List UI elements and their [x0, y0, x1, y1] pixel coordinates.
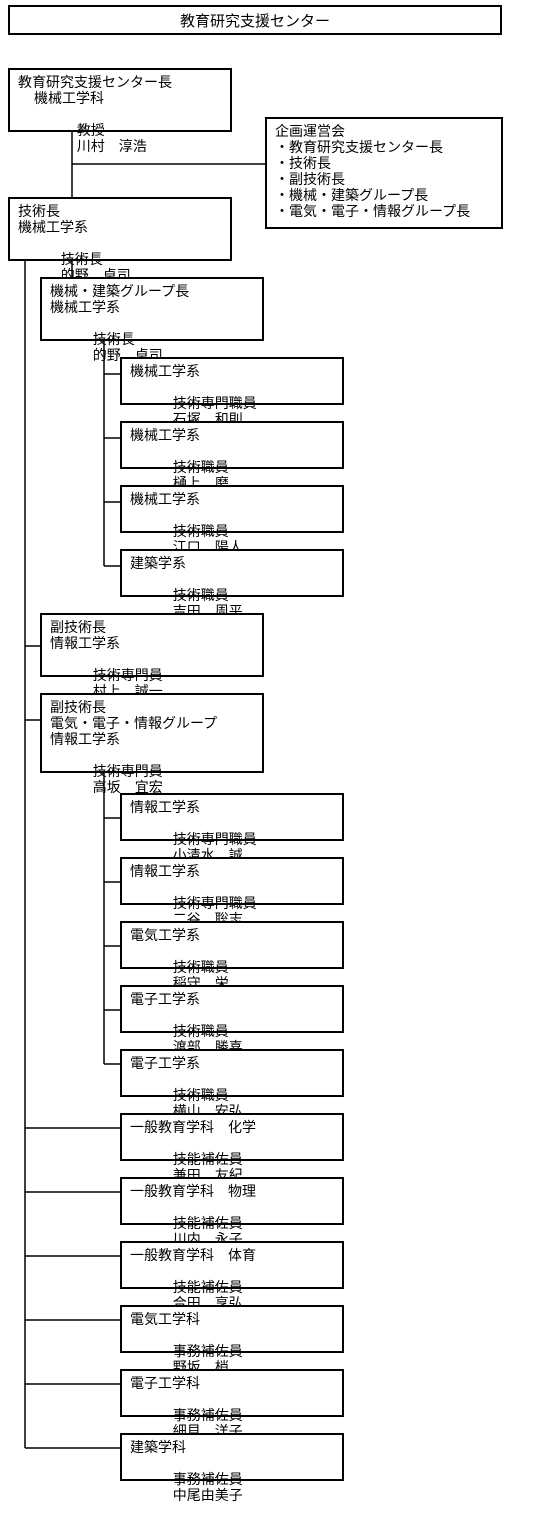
council-box: 企画運営会 ・教育研究支援センター長 ・技術長 ・副技術長 ・機械・建築グループ… — [265, 117, 503, 229]
deputy-name-row: 技術専門員 高坂 宜宏 — [50, 748, 262, 812]
assistant-box: 建築学科 事務補佐員 中尾由美子 — [120, 1433, 344, 1504]
assistant-box: 一般教育学科 体育 技能補佐員 合田 享弘 — [120, 1241, 344, 1312]
assistant-title: 技能補佐員 — [172, 1216, 243, 1232]
member-box: 機械工学系 技術専門職員 石塚 和則 — [120, 357, 344, 428]
member-dept: 電子工学系 — [130, 1056, 200, 1072]
mech-group-leader-box: 機械・建築グループ長 機械工学系 技術長 的野 卓司 — [40, 277, 264, 364]
deputy-dept: 情報工学系 — [50, 636, 120, 652]
assistant-title: 技能補佐員 — [172, 1280, 243, 1296]
chief-dept: 機械工学系 — [18, 220, 88, 236]
assistant-title: 事務補佐員 — [172, 1472, 243, 1488]
member-box: 機械工学系 技術職員 樋上 磨 — [120, 421, 344, 492]
member-title: 技術職員 — [172, 1024, 229, 1040]
member-title: 技術専門職員 — [172, 896, 257, 912]
assistant-dept: 一般教育学科 化学 — [130, 1120, 256, 1136]
assistant-title: 事務補佐員 — [172, 1408, 243, 1424]
deputy-chief-box: 副技術長 情報工学系 技術専門員 村上 誠一 — [40, 613, 264, 700]
council-title: 企画運営会 — [275, 124, 345, 140]
director-title: 教授 — [76, 123, 105, 139]
assistant-dept: 電子工学科 — [130, 1376, 200, 1392]
member-dept: 機械工学系 — [130, 428, 200, 444]
director-box: 教育研究支援センター長 機械工学科 教授 川村 淳浩 — [8, 68, 232, 155]
deputy-chief-box: 副技術長 電気・電子・情報グループ 情報工学系 技術専門員 高坂 宜宏 — [40, 693, 264, 796]
deputy-title: 技術専門員 — [92, 668, 163, 684]
chief-title: 技術長 — [60, 252, 103, 268]
assistant-dept: 一般教育学科 体育 — [130, 1248, 256, 1264]
member-dept: 機械工学系 — [130, 364, 200, 380]
assistant-box: 一般教育学科 化学 技能補佐員 兼田 友紀 — [120, 1113, 344, 1184]
member-box: 建築学系 技術職員 吉田 周平 — [120, 549, 344, 620]
council-member: ・教育研究支援センター長 — [275, 140, 443, 156]
member-dept: 電子工学系 — [130, 992, 200, 1008]
deputy-role: 副技術長 — [50, 620, 106, 636]
council-member: ・副技術長 — [275, 172, 345, 188]
assistant-dept: 電気工学科 — [130, 1312, 200, 1328]
mech-group-dept: 機械工学系 — [50, 300, 120, 316]
assistant-name-row: 事務補佐員 中尾由美子 — [130, 1456, 342, 1520]
member-box: 情報工学系 技術専門職員 小清水 誠 — [120, 793, 344, 864]
member-title: 技術職員 — [172, 960, 229, 976]
member-dept: 情報工学系 — [130, 800, 200, 816]
mech-group-role: 機械・建築グループ長 — [50, 284, 190, 300]
deputy-role: 副技術長 — [50, 700, 106, 716]
assistant-box: 電子工学科 事務補佐員 細貝 洋子 — [120, 1369, 344, 1440]
member-title: 技術職員 — [172, 1088, 229, 1104]
assistant-dept: 一般教育学科 物理 — [130, 1184, 256, 1200]
director-dept: 機械工学科 — [34, 91, 104, 107]
deputy-dept: 情報工学系 — [50, 732, 120, 748]
member-box: 機械工学系 技術職員 江口 陽人 — [120, 485, 344, 556]
assistant-title: 技能補佐員 — [172, 1152, 243, 1168]
council-member: ・技術長 — [275, 156, 331, 172]
member-dept: 建築学系 — [130, 556, 186, 572]
center-title: 教育研究支援センター — [8, 5, 502, 35]
council-member: ・電気・電子・情報グループ長 — [275, 204, 471, 220]
assistant-box: 一般教育学科 物理 技能補佐員 川内 永子 — [120, 1177, 344, 1248]
member-box: 電気工学系 技術職員 稲守 栄 — [120, 921, 344, 992]
council-member: ・機械・建築グループ長 — [275, 188, 429, 204]
member-title: 技術専門職員 — [172, 832, 257, 848]
member-dept: 情報工学系 — [130, 864, 200, 880]
assistant-dept: 建築学科 — [130, 1440, 186, 1456]
director-name: 川村 淳浩 — [76, 139, 147, 155]
member-dept: 電気工学系 — [130, 928, 200, 944]
director-role: 教育研究支援センター長 — [18, 75, 172, 91]
member-box: 電子工学系 技術職員 横山 安弘 — [120, 1049, 344, 1120]
member-box: 電子工学系 技術職員 渡部 勝喜 — [120, 985, 344, 1056]
chief-engineer-box: 技術長 機械工学系 技術長 的野 卓司 — [8, 197, 232, 284]
chief-role: 技術長 — [18, 204, 60, 220]
member-title: 技術専門職員 — [172, 396, 257, 412]
member-box: 情報工学系 技術専門職員 二谷 聡志 — [120, 857, 344, 928]
member-title: 技術職員 — [172, 460, 229, 476]
assistant-title: 事務補佐員 — [172, 1344, 243, 1360]
director-name-row: 教授 川村 淳浩 — [18, 107, 230, 171]
deputy-name: 高坂 宜宏 — [92, 780, 163, 796]
member-title: 技術職員 — [172, 588, 229, 604]
assistant-name: 中尾由美子 — [172, 1488, 243, 1504]
deputy-title: 技術専門員 — [92, 764, 163, 780]
member-dept: 機械工学系 — [130, 492, 200, 508]
assistant-box: 電気工学科 事務補佐員 野坂 梢 — [120, 1305, 344, 1376]
member-title: 技術職員 — [172, 524, 229, 540]
deputy-group: 電気・電子・情報グループ — [50, 716, 218, 732]
mech-group-title: 技術長 — [92, 332, 135, 348]
